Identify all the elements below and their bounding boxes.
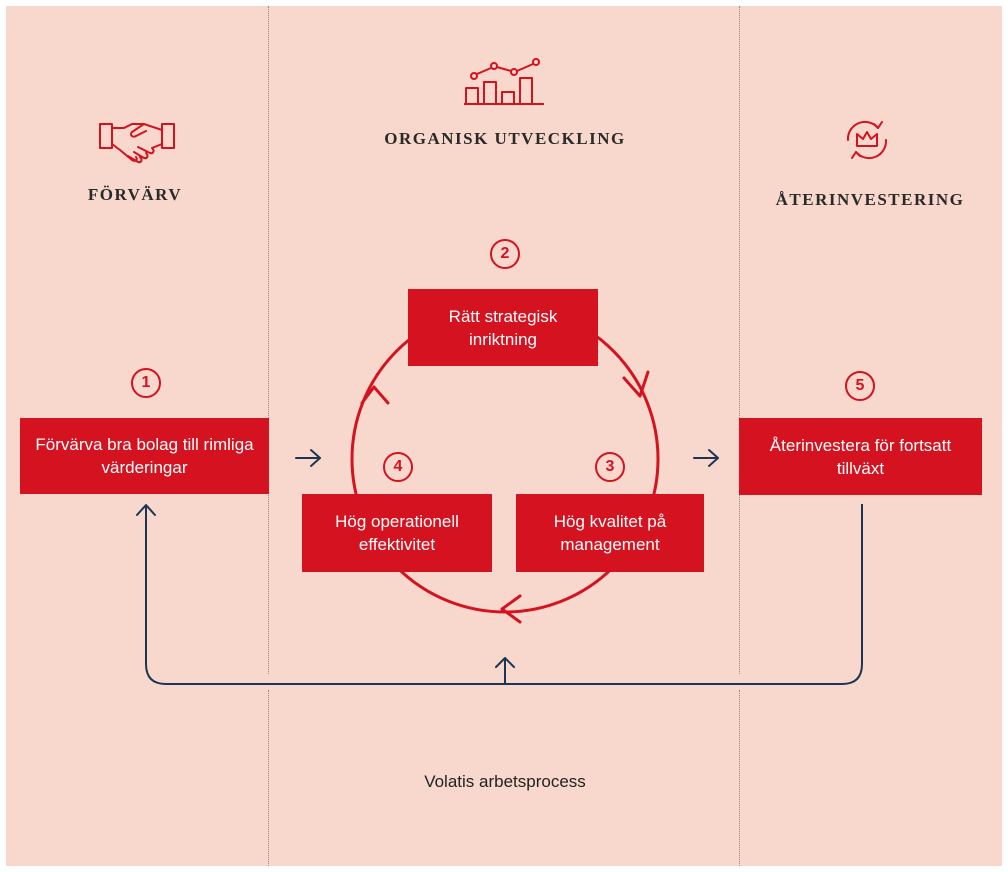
cycle-arrow-bottom bbox=[500, 594, 522, 624]
growth-chart-icon bbox=[464, 58, 544, 105]
feedback-arrowhead-left bbox=[136, 504, 156, 516]
handshake-icon bbox=[99, 123, 175, 164]
step-box-1: Förvärva bra bolag till rimliga värderin… bbox=[20, 418, 269, 494]
step-box-3: Hög kvalitet på management bbox=[516, 494, 704, 572]
column-divider-right-lower bbox=[739, 690, 740, 866]
column-divider-left bbox=[268, 6, 269, 674]
feedback-center-arrow bbox=[495, 657, 515, 685]
heading-forvarv: FÖRVÄRV bbox=[87, 185, 183, 204]
step-box-4: Hög operationell effektivitet bbox=[302, 494, 492, 572]
feedback-loop bbox=[145, 504, 863, 685]
column-divider-left-lower bbox=[268, 690, 269, 866]
step-box-2: Rätt strategisk inriktning bbox=[408, 289, 598, 366]
heading-organisk-utveckling: ORGANISK UTVECKLING bbox=[384, 129, 626, 148]
arrow-to-reinvest bbox=[693, 449, 719, 467]
arrow-to-cycle bbox=[295, 449, 321, 467]
step-number-4: 4 bbox=[383, 452, 413, 482]
heading-aterinvestering: ÅTERINVESTERING bbox=[775, 190, 965, 209]
cycle-arrow-right bbox=[622, 370, 650, 398]
step-box-5: Återinvestera för fortsatt tillväxt bbox=[739, 418, 982, 495]
step-number-1: 1 bbox=[131, 368, 161, 398]
reinvest-crown-icon bbox=[846, 120, 888, 160]
column-divider-right bbox=[739, 6, 740, 674]
step-number-3: 3 bbox=[595, 452, 625, 482]
cycle-arrow-left bbox=[360, 385, 390, 405]
step-number-2: 2 bbox=[490, 239, 520, 269]
diagram-caption: Volatis arbetsprocess bbox=[424, 772, 586, 791]
step-number-5: 5 bbox=[845, 371, 875, 401]
